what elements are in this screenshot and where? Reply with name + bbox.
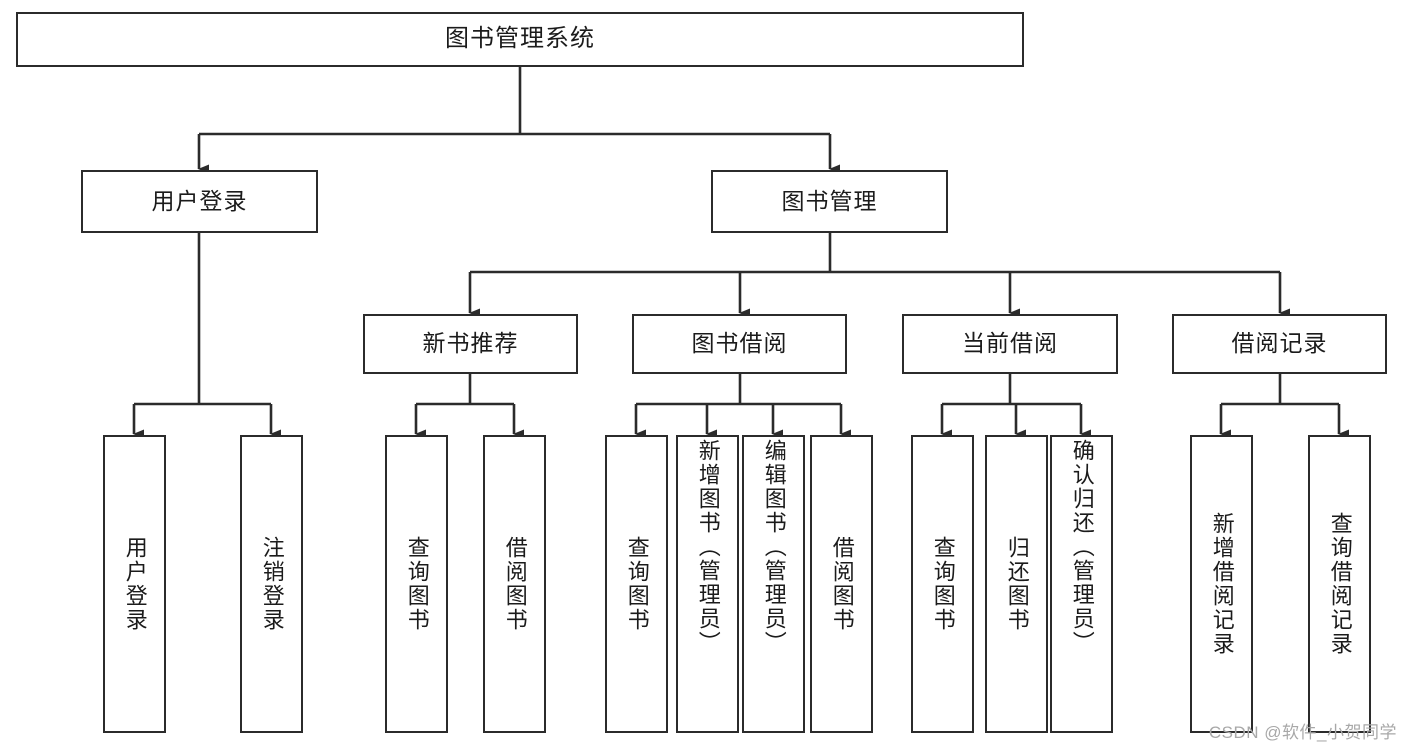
node-label: 图书管理系统 xyxy=(445,25,595,53)
node-root-图书管理系统[interactable]: 图书管理系统 xyxy=(16,12,1024,67)
node-level2-1[interactable]: 图书管理 xyxy=(711,170,948,233)
leaf-node-4[interactable]: 查询图书 xyxy=(605,435,668,733)
node-level3-2[interactable]: 当前借阅 xyxy=(902,314,1118,374)
leaf-label: 新增借阅记录 xyxy=(1209,512,1235,656)
leaf-label: 新增图书（管理员） xyxy=(695,439,721,655)
leaf-node-2[interactable]: 查询图书 xyxy=(385,435,448,733)
leaf-label: 注销登录 xyxy=(259,536,285,632)
leaf-label: 用户登录 xyxy=(122,536,148,632)
node-level3-1[interactable]: 图书借阅 xyxy=(632,314,847,374)
leaf-label: 归还图书 xyxy=(1004,536,1030,632)
node-label: 用户登录 xyxy=(151,187,248,214)
leaf-node-8[interactable]: 查询图书 xyxy=(911,435,974,733)
leaf-label: 查询图书 xyxy=(930,536,956,632)
leaf-node-9[interactable]: 归还图书 xyxy=(985,435,1048,733)
leaf-node-12[interactable]: 查询借阅记录 xyxy=(1308,435,1371,733)
leaf-node-3[interactable]: 借阅图书 xyxy=(483,435,546,733)
leaf-node-11[interactable]: 新增借阅记录 xyxy=(1190,435,1253,733)
leaf-label: 编辑图书（管理员） xyxy=(761,439,787,655)
leaf-label: 查询图书 xyxy=(624,536,650,632)
leaf-node-1[interactable]: 注销登录 xyxy=(240,435,303,733)
leaf-node-7[interactable]: 借阅图书 xyxy=(810,435,873,733)
leaf-label: 查询图书 xyxy=(404,536,430,632)
leaf-label: 确认归还（管理员） xyxy=(1069,439,1095,655)
node-label: 图书借阅 xyxy=(691,330,788,357)
leaf-label: 借阅图书 xyxy=(829,536,855,632)
connector-group xyxy=(132,67,1349,439)
leaf-label: 借阅图书 xyxy=(502,536,528,632)
node-level2-0[interactable]: 用户登录 xyxy=(81,170,318,233)
node-label: 借阅记录 xyxy=(1231,330,1328,357)
leaf-node-0[interactable]: 用户登录 xyxy=(103,435,166,733)
node-label: 新书推荐 xyxy=(422,330,519,357)
node-label: 图书管理 xyxy=(781,187,878,214)
leaf-node-5[interactable]: 新增图书（管理员） xyxy=(676,435,739,733)
node-level3-3[interactable]: 借阅记录 xyxy=(1172,314,1387,374)
leaf-node-6[interactable]: 编辑图书（管理员） xyxy=(742,435,805,733)
leaf-node-10[interactable]: 确认归还（管理员） xyxy=(1050,435,1113,733)
node-level3-0[interactable]: 新书推荐 xyxy=(363,314,578,374)
node-label: 当前借阅 xyxy=(962,330,1058,357)
leaf-label: 查询借阅记录 xyxy=(1327,512,1353,656)
